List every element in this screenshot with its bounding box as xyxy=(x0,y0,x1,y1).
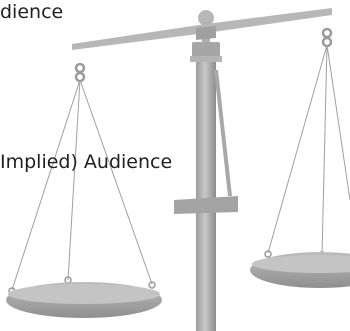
scale-pointer xyxy=(214,70,232,196)
right-pan-strings xyxy=(267,44,350,256)
scale-collar xyxy=(192,42,220,60)
right-pan xyxy=(250,250,350,288)
scale-indicator-bracket xyxy=(174,196,238,214)
top-audience-label: dience xyxy=(0,1,64,23)
right-hook xyxy=(321,27,333,48)
scale-post xyxy=(196,58,216,331)
implied-audience-label: Implied) Audience xyxy=(0,151,173,173)
left-pan xyxy=(6,276,162,318)
left-pan-strings xyxy=(11,79,153,291)
left-hook xyxy=(74,62,86,83)
